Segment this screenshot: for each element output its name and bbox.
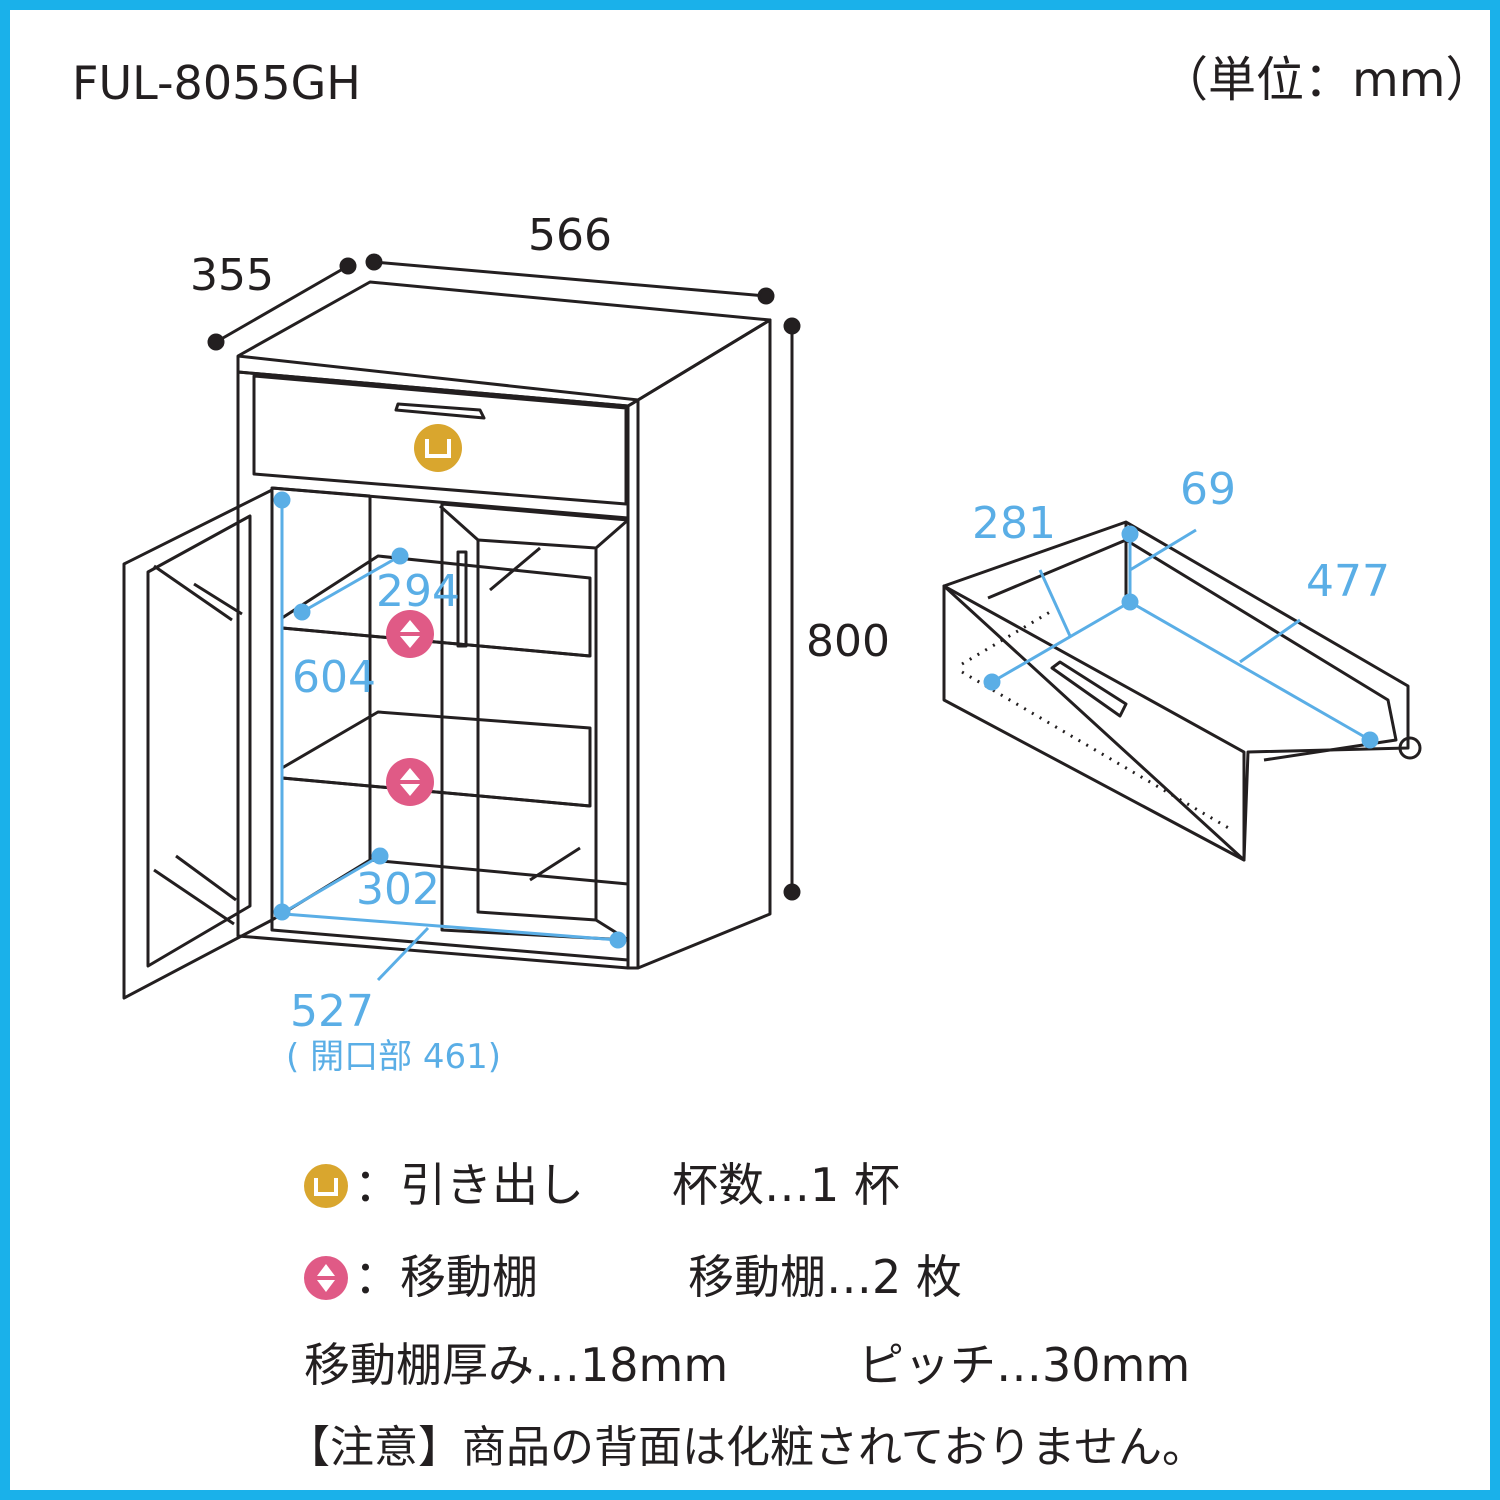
dim-height: 800	[806, 616, 890, 667]
legend-shelf-label: ：移動棚	[354, 1250, 538, 1304]
drawer-icon	[304, 1164, 348, 1208]
outer-dimension-lines	[207, 253, 801, 901]
drawer-dim-width: 477	[1306, 556, 1390, 607]
dim-shelf-depth-bottom: 302	[356, 864, 440, 915]
drawer-dim-height: 69	[1180, 464, 1236, 515]
cabinet-body	[236, 280, 772, 970]
legend-note: 【注意】商品の背面は化粧されておりません。	[286, 1422, 1207, 1473]
model-number: FUL-8055GH	[72, 56, 361, 110]
legend-drawer-label: ：引き出し	[354, 1158, 584, 1212]
right-door	[438, 502, 630, 942]
legend-shelf-count: 移動棚…2 枚	[688, 1250, 962, 1304]
legend-shelf-thickness: 移動棚厚み…18mm	[304, 1338, 729, 1392]
dim-width: 566	[528, 210, 612, 261]
legend-pitch: ピッチ…30mm	[858, 1338, 1191, 1392]
inner-dimension-lines	[273, 491, 1379, 982]
dim-inner-height: 604	[292, 652, 376, 703]
dim-opening: ( 開口部 461)	[286, 1037, 501, 1077]
drawer-detail	[942, 520, 1422, 862]
drawer-icon	[414, 424, 462, 472]
cabinet-drawer	[252, 374, 628, 506]
unit-note: （単位：mm）	[1160, 52, 1494, 108]
dim-shelf-depth-top: 294	[376, 566, 460, 617]
movable-shelf-icon	[386, 758, 434, 806]
drawer-dotted-guides	[961, 610, 1233, 832]
drawer-dim-depth: 281	[972, 498, 1056, 549]
legend-drawer-count: 杯数…1 杯	[672, 1158, 900, 1212]
left-door	[122, 488, 274, 1000]
dim-depth: 355	[190, 250, 274, 301]
movable-shelf-icon	[304, 1256, 348, 1300]
dim-inner-width: 527	[290, 986, 374, 1037]
movable-shelf-icon	[386, 610, 434, 658]
